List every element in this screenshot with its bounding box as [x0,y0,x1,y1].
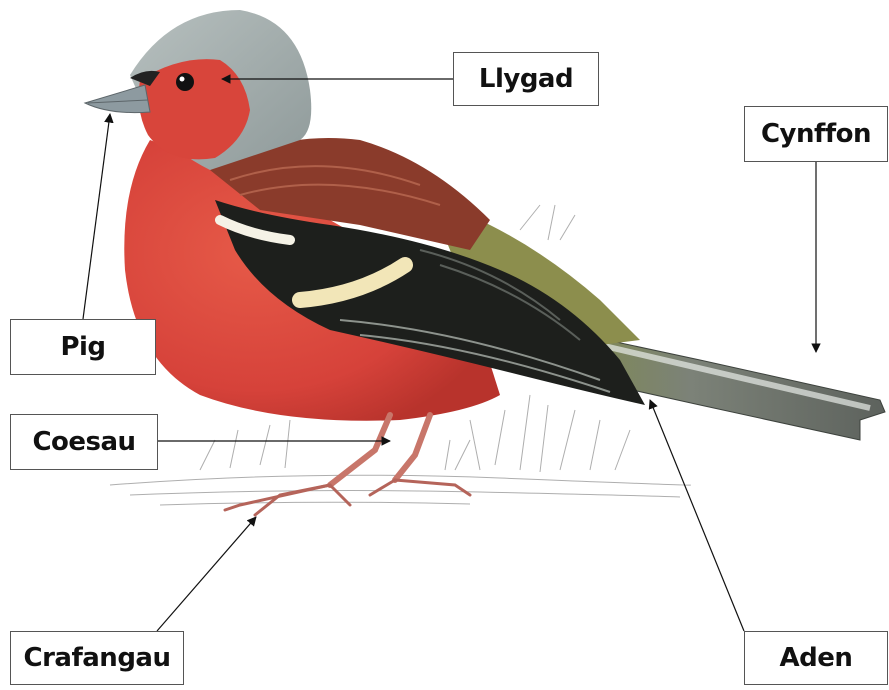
eye [176,73,194,91]
label-eye: Llygad [453,52,599,106]
claws [225,480,470,515]
label-legs: Coesau [10,414,158,470]
label-tail: Cynffon [744,106,888,162]
label-claws: Crafangau [10,631,184,685]
label-beak: Pig [10,319,156,375]
legs [330,415,430,485]
label-wing: Aden [744,631,888,685]
beak [85,85,150,113]
